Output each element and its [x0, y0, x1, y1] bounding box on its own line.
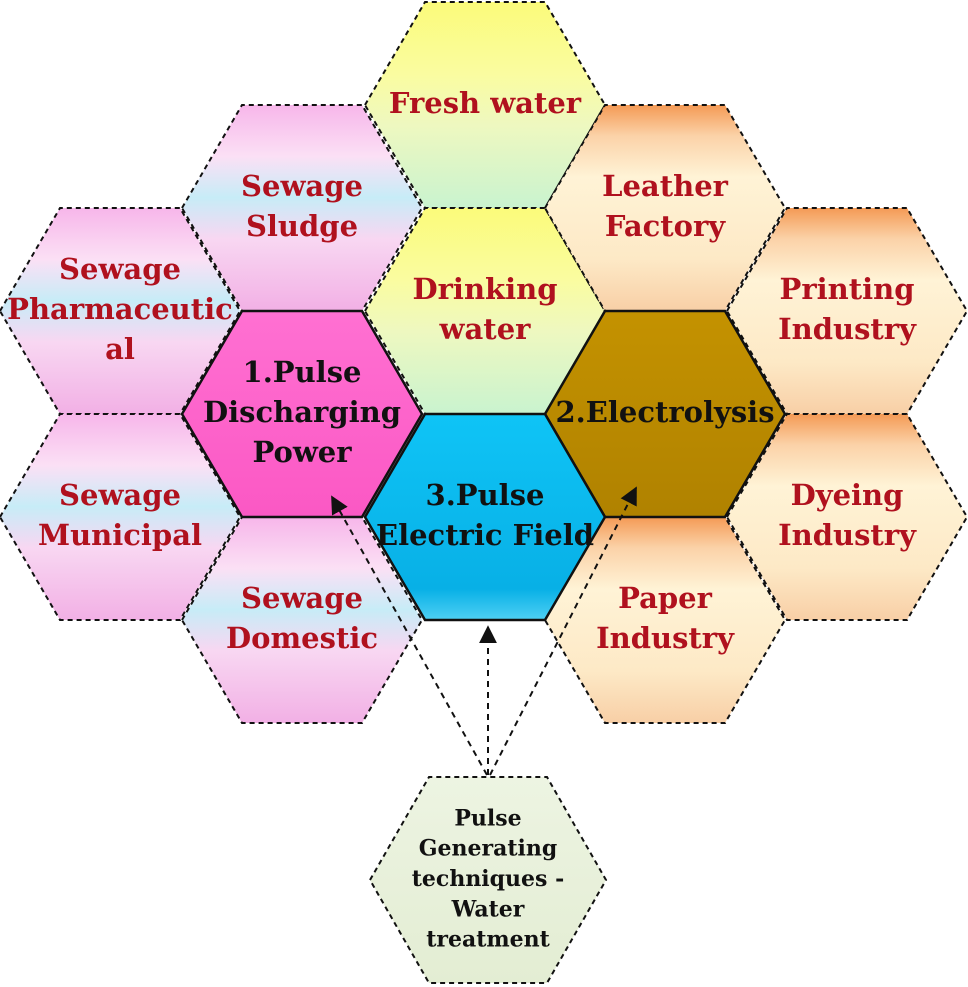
hex-sewage-municipal — [0, 413, 242, 621]
arrow-to-pulse-discharging — [331, 495, 488, 776]
label-line: Sludge — [246, 209, 358, 243]
label-line: Sewage — [241, 169, 363, 203]
label-line: water — [439, 312, 532, 346]
label-line: Pharmaceutic — [7, 292, 233, 326]
hex-pulse-generating-techniques — [368, 776, 608, 984]
label-line: Electric Field — [376, 518, 594, 552]
hex-layer-front — [180, 309, 787, 984]
label-line: Industry — [778, 312, 917, 346]
label-line: 1.Pulse — [243, 355, 362, 389]
label-fresh-water: Fresh water — [389, 86, 582, 120]
label-line: 2.Electrolysis — [555, 395, 774, 429]
label-line: Discharging — [203, 395, 401, 429]
label-line: Sewage — [59, 252, 181, 286]
label-line: Sewage — [241, 581, 363, 615]
label-line: treatment — [426, 927, 550, 953]
label-electrolysis: 2.Electrolysis — [555, 395, 774, 429]
label-drinking-water: Drinking water — [413, 272, 558, 346]
label-line: Water — [451, 896, 525, 922]
label-line: Industry — [596, 621, 735, 655]
label-line: Industry — [778, 518, 917, 552]
label-line: Drinking — [413, 272, 558, 306]
label-line: Printing — [780, 272, 915, 306]
label-line: Domestic — [226, 621, 378, 655]
hex-dyeing-industry — [725, 413, 968, 621]
hex-pulse-discharging-power — [180, 309, 424, 519]
label-line: Municipal — [38, 518, 202, 552]
label-line: techniques - — [412, 866, 564, 892]
label-line: Generating — [419, 836, 558, 862]
label-line: Paper — [618, 581, 713, 615]
label-line: Dyeing — [791, 478, 904, 512]
label-line: Pulse — [454, 805, 521, 831]
connector-arrows — [331, 486, 637, 776]
label-line: Factory — [605, 209, 726, 243]
label-line: al — [105, 332, 135, 366]
label-line: Leather — [602, 169, 729, 203]
label-line: Sewage — [59, 478, 181, 512]
hex-pulse-electric-field — [363, 412, 607, 622]
arrow-to-electrolysis — [489, 486, 637, 776]
label-line: 3.Pulse — [426, 478, 545, 512]
label-line: Power — [252, 435, 352, 469]
label-line: Fresh water — [389, 86, 582, 120]
